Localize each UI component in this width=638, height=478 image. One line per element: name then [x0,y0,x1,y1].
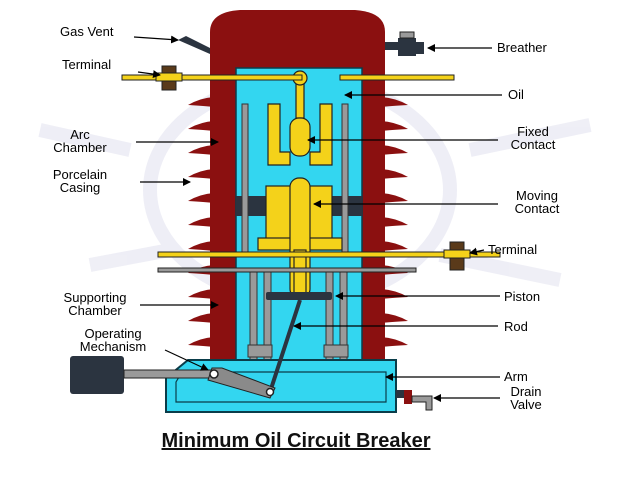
label-fixed-contact-line2: Contact [510,137,556,152]
label-fixed-contact: Fixed Contact [492,125,574,151]
label-fixed-contact-line1: Fixed [517,124,549,139]
shed-right [381,241,408,251]
shed-left [188,241,214,251]
shed-left [188,193,214,203]
arm-joint [265,387,275,397]
shed-right [381,217,408,227]
label-terminal-right: Terminal [488,242,538,257]
piston [266,292,332,300]
arm-pivot [209,369,219,379]
label-drain-valve-line1: Drain [510,384,542,399]
label-rod: Rod [504,319,528,334]
shed-right [381,193,408,203]
label-arc-chamber: Arc Chamber [40,128,120,154]
shed-right [381,313,408,323]
label-moving-contact-line2: Contact [514,201,560,216]
label-drain-valve-line2: Valve [510,397,542,412]
label-arc-chamber-line1: Arc [70,127,90,142]
breather[interactable] [385,31,424,56]
shed-left [188,97,214,107]
shed-right [381,289,408,299]
shed-left [188,313,214,323]
shed-left [188,289,214,299]
shed-left [188,337,214,347]
label-piston: Piston [504,289,541,304]
top-terminal[interactable] [121,65,455,91]
label-supporting-chamber-line1: Supporting [63,290,127,305]
shed-right [381,145,408,155]
shed-left [188,121,214,131]
shed-right [381,337,408,347]
shed-right [381,121,408,131]
mechanism-shaft [123,369,213,379]
label-terminal-top: Terminal [62,57,112,72]
label-operating-mechanism: Operating Mechanism [58,327,168,353]
right-terminal[interactable] [157,241,501,273]
supporting-base [165,359,397,413]
label-operating-mechanism-line1: Operating [84,326,142,341]
label-moving-contact-line1: Moving [516,188,558,203]
label-arc-chamber-line2: Chamber [53,140,107,155]
label-porcelain-casing-line2: Casing [59,180,101,195]
label-operating-mechanism-line2: Mechanism [79,339,147,354]
label-moving-contact: Moving Contact [496,189,578,215]
label-drain-valve: Drain Valve [496,385,556,411]
shed-left [188,145,214,155]
shed-left [188,169,214,179]
label-porcelain-casing-line1: Porcelain [52,167,108,182]
shed-left [188,217,214,227]
rod [268,299,302,393]
label-breather: Breather [497,40,547,55]
callout-arrows [133,35,502,402]
label-porcelain-casing: Porcelain Casing [40,168,120,194]
label-gas-vent: Gas Vent [60,24,114,39]
gas-vent[interactable] [178,36,210,54]
label-oil: Oil [508,87,524,102]
shed-right [381,97,408,107]
drain-valve[interactable] [396,390,433,411]
diagram-title: Minimum Oil Circuit Breaker [161,430,431,452]
label-supporting-chamber-line2: Chamber [68,303,122,318]
label-arm: Arm [504,369,528,384]
operating-mechanism[interactable] [70,356,124,394]
label-supporting-chamber: Supporting Chamber [40,291,150,317]
shed-right [381,169,408,179]
